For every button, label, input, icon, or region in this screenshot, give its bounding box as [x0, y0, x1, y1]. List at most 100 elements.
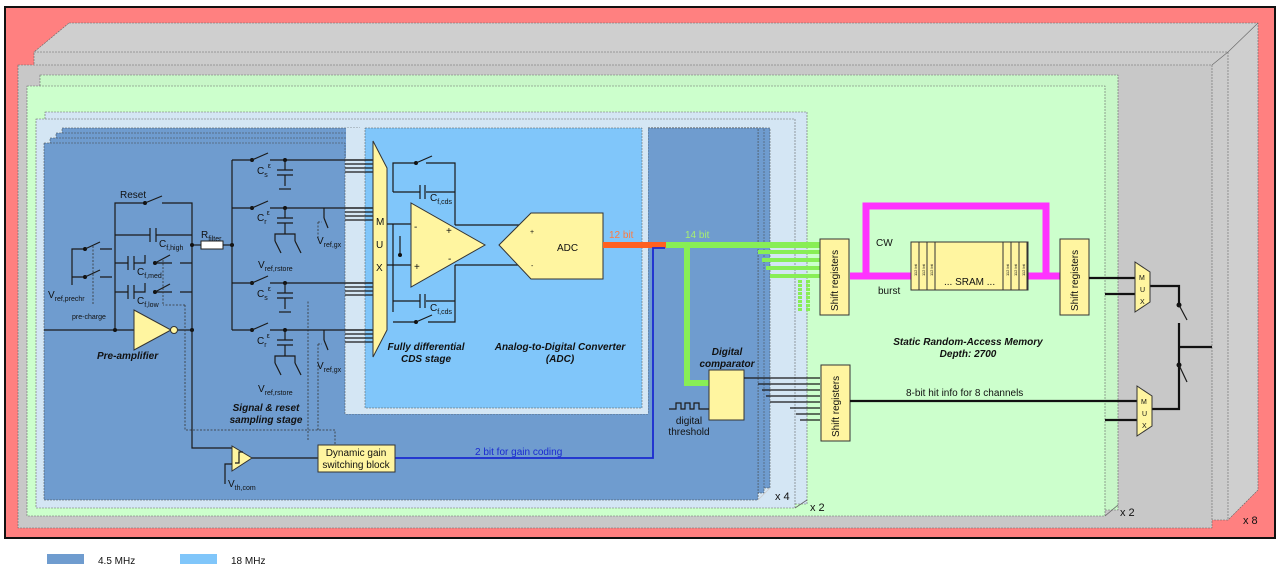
svg-text:M: M	[1141, 399, 1147, 406]
output-mux-bottom	[1136, 385, 1153, 437]
slow-domain-layers	[43, 127, 771, 501]
output-mux-top	[1134, 261, 1151, 313]
multiplicity-x8: x 8	[1243, 515, 1258, 527]
sampling-wire	[294, 240, 302, 254]
sram-column	[926, 241, 936, 291]
legend-label-slow: 4.5 MHz	[98, 556, 135, 567]
vth-com-label: Vth,com	[228, 479, 256, 492]
cf-high-label: Cf,high	[159, 239, 183, 252]
shift-register-hit: Shift registers	[820, 364, 851, 442]
sampling-wire	[251, 322, 269, 331]
sampling-wire	[277, 330, 293, 356]
svg-text:Shift registers: Shift registers	[831, 376, 842, 437]
svg-text:M: M	[1139, 275, 1145, 282]
cds-amplifier	[410, 202, 487, 288]
legend-swatch-fast	[180, 554, 217, 564]
cs-label-1: Csε	[257, 163, 271, 179]
sram-column	[1018, 241, 1028, 291]
bus-14bit	[666, 242, 820, 386]
sram-column-label: 112 bit	[929, 263, 934, 276]
adc-title: Analog-to-Digital Converter(ADC)	[494, 342, 627, 365]
sampling-wire	[317, 221, 322, 238]
memory-bus	[850, 202, 1060, 280]
vref-gx-label-2: Vref,gx	[317, 361, 342, 374]
vref-gx-label-1: Vref,gx	[317, 236, 342, 249]
svg-text:+: +	[446, 226, 452, 237]
sampling-wire	[317, 343, 322, 430]
sampling-wire	[274, 233, 296, 241]
cf-cds-label-2: Cf,cds	[430, 303, 453, 316]
shift-register-input: Shift registers	[819, 238, 850, 316]
preamplifier	[44, 195, 336, 449]
sram-column-label: 112 bit	[1005, 263, 1010, 276]
svg-text:Shift registers: Shift registers	[830, 250, 841, 311]
sram-column-label: 112 bit	[1013, 263, 1018, 276]
sampling-wire	[323, 339, 329, 351]
reset-label: Reset	[120, 190, 146, 201]
sram-column-label: 112 bit	[913, 263, 918, 276]
sampling-wire	[277, 160, 293, 186]
r-filter-label: Rfilter	[201, 230, 222, 243]
cf-cds-label-1: Cf,cds	[430, 193, 453, 206]
sampling-wire	[323, 217, 329, 229]
sampling-stage	[231, 152, 373, 430]
svg-text:+: +	[414, 262, 420, 273]
svg-text:X: X	[1142, 423, 1147, 430]
svg-text:-: -	[531, 263, 534, 270]
mux-letter-x: X	[376, 263, 383, 274]
burst-label: burst	[878, 286, 900, 297]
bus-12bit-label: 12 bit	[609, 230, 634, 241]
shift-register-output: Shift registers	[1059, 238, 1090, 316]
vref-rstore-label-1: Vref,rstore	[258, 260, 293, 273]
gain-coding-line	[395, 247, 665, 459]
sampling-wire	[274, 362, 282, 376]
sram-column-label: 112 bit	[1021, 263, 1026, 276]
svg-text:+: +	[530, 229, 534, 236]
mux-letter-u: U	[376, 240, 383, 251]
svg-text:U: U	[1140, 287, 1145, 294]
sampling-wire	[251, 275, 269, 284]
cf-low-label: Cf,low	[137, 296, 160, 309]
legend-swatch-slow	[47, 554, 84, 564]
vref-prechr-label: Vref,prechr	[48, 290, 85, 303]
svg-text:X: X	[1140, 299, 1145, 306]
hysteresis-icon	[235, 451, 243, 464]
svg-text:-: -	[414, 222, 417, 233]
hit-info-label: 8-bit hit info for 8 channels	[906, 388, 1023, 399]
pre-charge-label: pre-charge	[72, 314, 106, 321]
cr-label-1: Crε	[257, 210, 270, 226]
cr-label-2: Crε	[257, 333, 270, 349]
cw-label: CW	[876, 238, 893, 249]
vref-rstore-label-2: Vref,rstore	[258, 384, 293, 397]
sram-label: ... SRAM ...	[944, 277, 995, 288]
sram-column-label: 112 bit	[921, 263, 926, 276]
adc-label: ADC	[557, 243, 578, 254]
output-mux	[850, 276, 1212, 422]
sampling-wire	[277, 283, 293, 309]
preamp-title: Pre-amplifier	[97, 351, 159, 362]
sampling-wire	[251, 200, 269, 209]
sampling-wire	[274, 355, 296, 363]
legend-label-fast: 18 MHz	[231, 556, 265, 567]
svg-text:U: U	[1142, 411, 1147, 418]
legend: 4.5 MHz 18 MHz	[47, 554, 265, 567]
sampling-wire	[277, 208, 293, 234]
cs-label-2: Csε	[257, 286, 271, 302]
multiplicity-x2-inner: x 2	[810, 502, 825, 514]
gain-coding-label: 2 bit for gain coding	[475, 447, 562, 458]
mux-letter-m: M	[376, 217, 384, 228]
svg-text:Shift registers: Shift registers	[1070, 250, 1081, 311]
dynamic-gain-switching-block	[317, 444, 396, 473]
sampling-wire	[251, 152, 269, 161]
svg-text:-: -	[448, 254, 451, 265]
cds-stage: - + + -	[387, 155, 520, 324]
multiplicity-x2-outer: x 2	[1120, 507, 1135, 519]
multiplicity-x4: x 4	[775, 491, 790, 503]
